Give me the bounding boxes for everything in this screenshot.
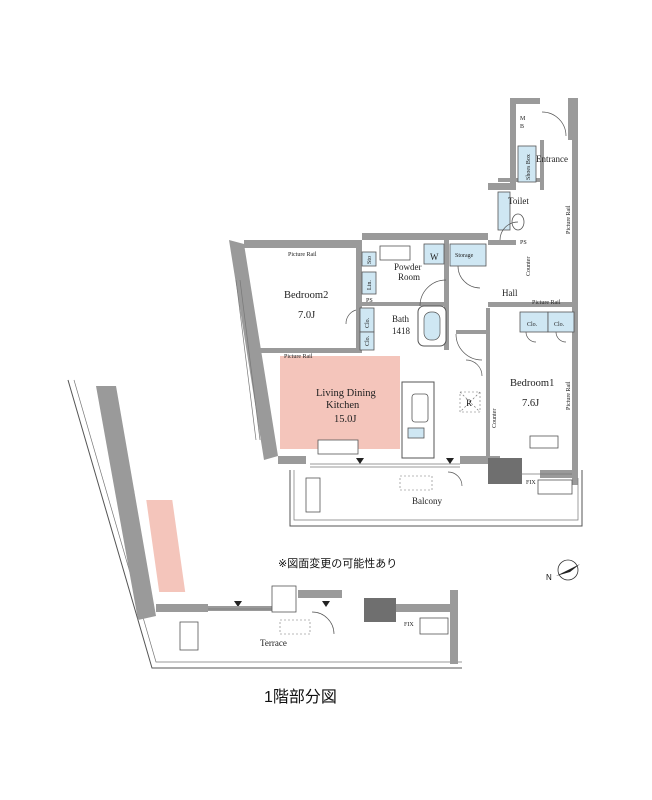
picture-rail-bedroom1: Picture Rail [566, 381, 572, 410]
terrace-label: Terrace [260, 638, 287, 648]
lin-label: Lin. [367, 280, 373, 290]
doors [345, 111, 567, 487]
north-compass: N [546, 559, 580, 582]
picture-rail-hall: Picture Rail [532, 300, 561, 306]
ldk-label-line2: Kitchen [326, 400, 360, 411]
washer-label: W [430, 252, 439, 262]
ldk-highlight [280, 356, 400, 449]
terrace-plan [67, 379, 462, 669]
entrance-label: Entrance [536, 154, 568, 164]
fix-label-lower: FIX [404, 622, 414, 628]
clo-label-bedroom1-b: Clo. [554, 322, 565, 328]
storage-label: Storage [455, 253, 474, 259]
exterior-walls [229, 98, 583, 527]
change-note: ※図面変更の可能性あり [278, 556, 397, 570]
mb-label-m: M [520, 116, 526, 122]
bedroom1-size: 7.6J [522, 398, 539, 409]
counter-label-entrance: Counter [526, 257, 532, 276]
window-markers [234, 458, 454, 607]
picture-rail-bedroom2: Picture Rail [288, 252, 317, 258]
powder-room-label-line2: Room [398, 272, 420, 282]
bedroom1-label: Bedroom1 [510, 378, 554, 389]
fridge-label: R [466, 398, 472, 408]
picture-rail-entrance: Picture Rail [566, 205, 572, 234]
sto-label: Sto [367, 256, 373, 264]
ps-label-lower: PS [366, 298, 373, 304]
fixtures [305, 145, 575, 513]
clo-label-bedroom2-b: Clo. [365, 335, 371, 346]
clo-label-bedroom1-a: Clo. [527, 322, 538, 328]
mb-label-b: B [520, 124, 524, 130]
ldk-size: 15.0J [334, 414, 356, 425]
counter-label-kitchen: Counter [492, 409, 498, 428]
clo-label-bedroom2-a: Clo. [365, 317, 371, 328]
bath-code: 1418 [392, 326, 411, 336]
picture-rail-ldk: Picture Rail [284, 354, 313, 360]
windows [235, 279, 572, 475]
svg-text:N: N [546, 573, 552, 582]
balcony-label: Balcony [412, 496, 442, 506]
bedroom2-size: 7.0J [298, 310, 315, 321]
bedroom2-label: Bedroom2 [284, 290, 328, 301]
toilet-label: Toilet [508, 196, 529, 206]
powder-room-label-line1: Powder [394, 262, 422, 272]
plan-caption: 1階部分図 [264, 688, 337, 706]
bath-label: Bath [392, 314, 409, 324]
hall-label: Hall [502, 288, 518, 298]
fix-label-upper: FIX [526, 480, 536, 486]
ps-label-upper: PS [520, 240, 527, 246]
ldk-label-line1: Living Dining [316, 388, 377, 399]
shoes-box-label: Shoes Box [526, 154, 532, 180]
